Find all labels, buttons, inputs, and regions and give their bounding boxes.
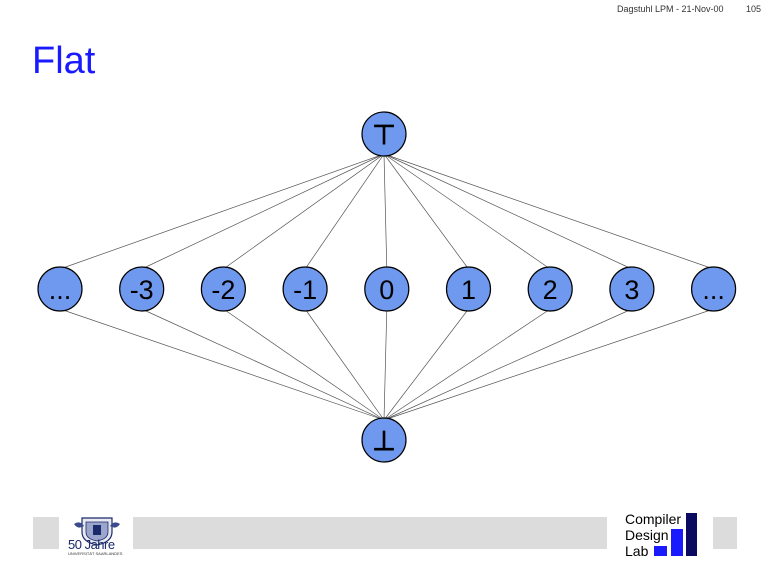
footer-bar-right (713, 517, 737, 549)
lattice-node-8-label: ... (702, 275, 725, 305)
lattice-edges (59, 153, 714, 421)
lattice-node-8-circle (690, 266, 737, 312)
lattice-node-3: -1 (282, 266, 328, 312)
lattice-node-3-label: -1 (293, 275, 317, 305)
edge-5-to-bottom (383, 308, 469, 421)
bottom-node-label: ⊥ (372, 426, 396, 456)
edge-3-to-bottom (304, 308, 385, 421)
lattice-node-4-circle (364, 266, 410, 312)
lattice-node-8: ... (690, 266, 737, 312)
lattice-node-5: 1 (445, 266, 492, 312)
lattice-node-2-circle (200, 266, 246, 312)
edge-7-to-bottom (383, 308, 633, 421)
coat-of-arms-icon (74, 517, 120, 546)
slide-title: Flat (32, 40, 96, 82)
edge-top-to-2 (223, 153, 385, 270)
lattice-node-1-label: -3 (130, 275, 154, 305)
edge-6-to-bottom (383, 308, 551, 421)
jubilee-subtext: UNIVERSITÄT SAARLANDES (68, 551, 123, 556)
edge-top-to-1 (141, 153, 385, 270)
edge-top-to-6 (383, 153, 551, 270)
lattice-node-7: 3 (609, 266, 655, 312)
page-number: 105 (746, 4, 762, 14)
lattice-node-2-label: -2 (211, 275, 235, 305)
jubilee-text: 50 Jahre (68, 537, 115, 552)
lattice-node-0-circle (37, 266, 83, 312)
top-node-label: ⊤ (372, 120, 396, 150)
footer-bar-left (33, 517, 59, 549)
edge-1-to-bottom (141, 308, 385, 421)
edge-top-to-3 (304, 153, 385, 270)
lattice-node-1: -3 (119, 266, 165, 312)
edge-top-to-8 (383, 153, 714, 270)
edge-top-to-5 (383, 153, 469, 270)
lattice-node-7-circle (609, 266, 655, 312)
jubilee-logo: 50 Jahre UNIVERSITÄT SAARLANDES (66, 514, 128, 556)
lattice-node-6-label: 2 (543, 275, 558, 305)
lab-logo-line1: Compiler (625, 511, 682, 527)
edge-top-to-7 (383, 153, 633, 270)
edge-2-to-bottom (223, 308, 385, 421)
lattice-node-1-circle (119, 266, 165, 312)
top-node: ⊤ (361, 111, 407, 157)
lattice-node-4-label: 0 (379, 275, 394, 305)
edge-8-to-bottom (383, 308, 714, 421)
top-node-circle (361, 111, 407, 157)
lattice-node-7-label: 3 (624, 275, 639, 305)
lattice-node-5-label: 1 (461, 275, 476, 305)
edge-4-to-bottom (383, 308, 388, 421)
edge-top-to-0 (59, 153, 385, 270)
footer-bar-middle (133, 517, 607, 549)
lattice-node-6-circle (527, 266, 573, 312)
edge-0-to-bottom (59, 308, 385, 421)
bottom-node-circle (361, 417, 407, 463)
header-event: Dagstuhl LPM - 21-Nov-00 (617, 4, 724, 14)
lab-logo-line3: Lab (625, 543, 649, 559)
lab-logo-bar-mid (671, 529, 683, 556)
lattice-node-0: ... (37, 266, 83, 312)
lattice-node-6: 2 (527, 266, 573, 312)
lattice-node-3-circle (282, 266, 328, 312)
lattice-node-0-label: ... (49, 275, 72, 305)
lattice-node-2: -2 (200, 266, 246, 312)
bottom-node: ⊥ (361, 417, 407, 463)
edge-top-to-4 (383, 153, 388, 270)
lattice-node-4: 0 (364, 266, 410, 312)
lab-logo-line2: Design (625, 527, 669, 543)
lattice-nodes: ⊤ ⊥... -3 -2 -1 0 1 2 3... (37, 111, 737, 463)
lab-logo-square (654, 546, 667, 556)
lattice-node-5-circle (445, 266, 492, 312)
lab-logo-bar-tall (686, 513, 697, 556)
